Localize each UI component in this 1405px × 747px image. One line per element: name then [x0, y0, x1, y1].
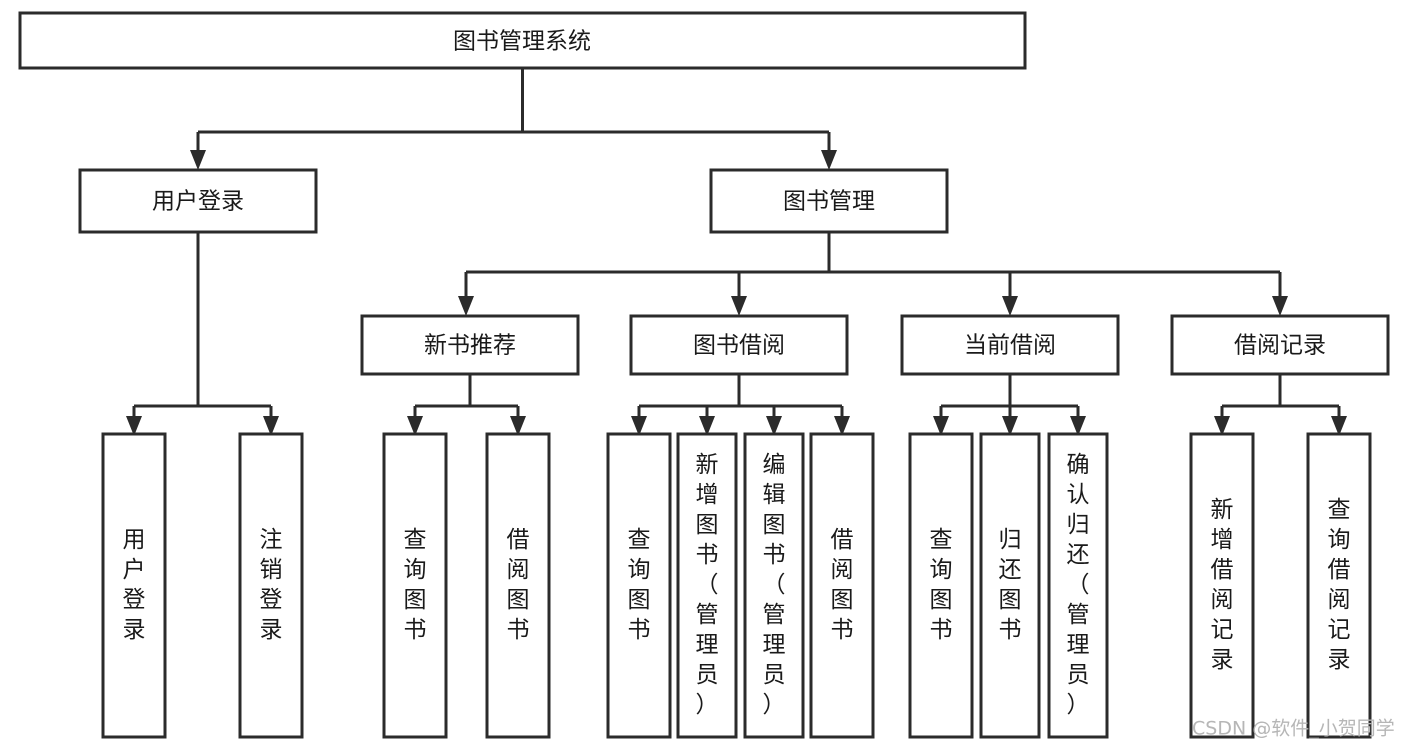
- node-leaf-borrow-record-1-label: 新增借阅记录: [1211, 497, 1234, 673]
- arrow-current-borrow-leaf-3: [1070, 416, 1086, 436]
- node-leaf-new-book-1[interactable]: 查询图书: [382, 432, 448, 739]
- arrow-book-borrow-leaf-1: [631, 416, 647, 436]
- node-root[interactable]: 图书管理系统: [18, 11, 1027, 70]
- arrow-book-borrow-leaf-2: [699, 416, 715, 436]
- node-leaf-current-borrow-1-box[interactable]: [908, 432, 974, 739]
- csdn-watermark: CSDN @软件_小贺同学: [1192, 718, 1395, 740]
- node-leaf-book-borrow-1[interactable]: 查询图书: [606, 432, 672, 739]
- arrow-root-to-user-login: [190, 150, 206, 170]
- node-new-book-recommend[interactable]: 新书推荐: [360, 314, 580, 376]
- node-leaf-borrow-record-2-box[interactable]: [1306, 432, 1372, 739]
- arrow-user-login-leaf-2: [263, 416, 279, 436]
- node-leaf-user-login-2[interactable]: 注销登录: [238, 432, 304, 739]
- node-leaf-current-borrow-2-label: 归还图书: [999, 527, 1022, 643]
- node-current-borrow[interactable]: 当前借阅: [900, 314, 1120, 376]
- node-leaf-user-login-1-label: 用户登录: [123, 527, 146, 643]
- node-root-box[interactable]: [18, 11, 1027, 70]
- arrow-book-manage-to-current-borrow: [1002, 296, 1018, 316]
- connector-layer: [126, 68, 1347, 436]
- node-borrow-record-box[interactable]: [1170, 314, 1390, 376]
- node-root-label: 图书管理系统: [453, 29, 591, 55]
- node-leaf-book-borrow-3[interactable]: 编辑图书（管理员）: [743, 432, 805, 739]
- node-leaf-user-login-2-label: 注销登录: [260, 527, 283, 643]
- node-user-login-box[interactable]: [78, 168, 318, 234]
- node-leaf-new-book-2[interactable]: 借阅图书: [485, 432, 551, 739]
- arrow-user-login-leaf-1: [126, 416, 142, 436]
- node-new-book-recommend-box[interactable]: [360, 314, 580, 376]
- node-leaf-current-borrow-3-box[interactable]: [1047, 432, 1109, 739]
- arrow-book-manage-to-borrow-record: [1272, 296, 1288, 316]
- node-borrow-record-label: 借阅记录: [1234, 333, 1326, 359]
- node-leaf-user-login-2-box[interactable]: [238, 432, 304, 739]
- arrow-book-manage-to-new-book: [458, 296, 474, 316]
- node-leaf-borrow-record-2-label: 查询借阅记录: [1328, 497, 1351, 673]
- node-leaf-new-book-1-box[interactable]: [382, 432, 448, 739]
- node-leaf-borrow-record-1-box[interactable]: [1189, 432, 1255, 739]
- node-leaf-book-borrow-3-label: 编辑图书（管理员）: [763, 452, 786, 718]
- node-leaf-book-borrow-4-box[interactable]: [809, 432, 875, 739]
- arrow-new-book-leaf-1: [407, 416, 423, 436]
- node-leaf-borrow-record-1[interactable]: 新增借阅记录: [1189, 432, 1255, 739]
- node-leaf-current-borrow-2-box[interactable]: [979, 432, 1041, 739]
- node-leaf-book-borrow-3-box[interactable]: [743, 432, 805, 739]
- arrow-book-manage-to-book-borrow: [731, 296, 747, 316]
- node-book-borrow-box[interactable]: [629, 314, 849, 376]
- node-leaf-new-book-2-box[interactable]: [485, 432, 551, 739]
- node-leaf-book-borrow-2[interactable]: 新增图书（管理员）: [676, 432, 738, 739]
- node-book-borrow[interactable]: 图书借阅: [629, 314, 849, 376]
- arrow-book-borrow-leaf-4: [834, 416, 850, 436]
- node-leaf-user-login-1[interactable]: 用户登录: [101, 432, 167, 739]
- node-book-borrow-label: 图书借阅: [693, 333, 785, 359]
- node-leaf-current-borrow-2[interactable]: 归还图书: [979, 432, 1041, 739]
- node-leaf-current-borrow-1[interactable]: 查询图书: [908, 432, 974, 739]
- arrow-current-borrow-leaf-2: [1002, 416, 1018, 436]
- arrow-new-book-leaf-2: [510, 416, 526, 436]
- node-leaf-current-borrow-1-label: 查询图书: [930, 527, 953, 643]
- node-leaf-borrow-record-2[interactable]: 查询借阅记录: [1306, 432, 1372, 739]
- node-current-borrow-label: 当前借阅: [964, 333, 1056, 359]
- node-book-manage-box[interactable]: [709, 168, 949, 234]
- arrow-borrow-record-leaf-1: [1214, 416, 1230, 436]
- arrow-borrow-record-leaf-2: [1331, 416, 1347, 436]
- node-new-book-recommend-label: 新书推荐: [424, 333, 516, 359]
- node-book-manage-label: 图书管理: [783, 189, 875, 215]
- node-leaf-user-login-1-box[interactable]: [101, 432, 167, 739]
- node-leaf-book-borrow-1-box[interactable]: [606, 432, 672, 739]
- node-leaf-new-book-1-label: 查询图书: [404, 527, 427, 643]
- node-leaf-book-borrow-1-label: 查询图书: [628, 527, 651, 643]
- node-leaf-book-borrow-4[interactable]: 借阅图书: [809, 432, 875, 739]
- node-leaf-book-borrow-4-label: 借阅图书: [831, 527, 854, 643]
- node-book-manage[interactable]: 图书管理: [709, 168, 949, 234]
- node-leaf-book-borrow-2-label: 新增图书（管理员）: [696, 452, 719, 718]
- node-borrow-record[interactable]: 借阅记录: [1170, 314, 1390, 376]
- node-leaf-new-book-2-label: 借阅图书: [507, 527, 530, 643]
- node-leaf-current-borrow-3-label: 确认归还（管理员）: [1067, 452, 1090, 718]
- node-leaf-book-borrow-2-box[interactable]: [676, 432, 738, 739]
- arrow-book-borrow-leaf-3: [766, 416, 782, 436]
- node-current-borrow-box[interactable]: [900, 314, 1120, 376]
- node-leaf-current-borrow-3[interactable]: 确认归还（管理员）: [1047, 432, 1109, 739]
- node-user-login[interactable]: 用户登录: [78, 168, 318, 234]
- node-user-login-label: 用户登录: [152, 189, 244, 215]
- arrow-current-borrow-leaf-1: [933, 416, 949, 436]
- arrow-root-to-book-manage: [821, 150, 837, 170]
